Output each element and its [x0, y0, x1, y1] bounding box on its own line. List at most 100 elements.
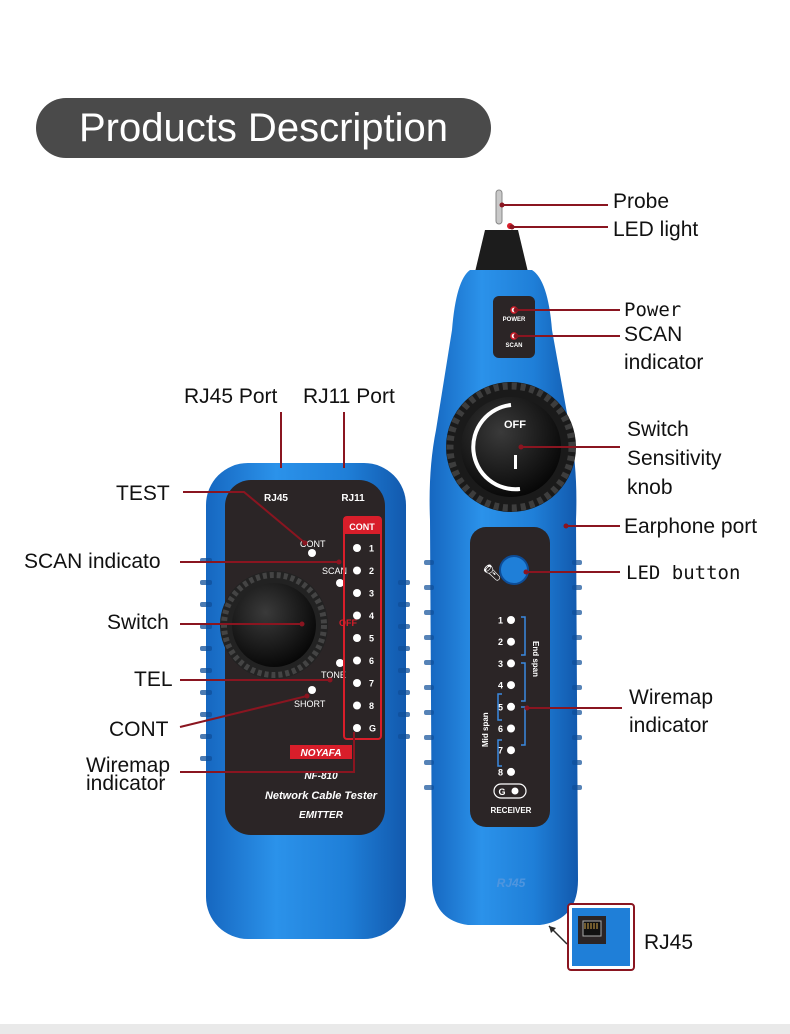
receiver-wiremap-led-1: [507, 616, 515, 624]
receiver-wiremap-led-3: [507, 659, 515, 668]
emitter-wiremap-led-5: [353, 634, 361, 642]
callout-scan-indicato: SCAN indicato: [24, 550, 161, 573]
receiver-grips: [424, 560, 582, 790]
page-bottom-bar: [0, 1024, 790, 1034]
emitter-tone-led: [336, 659, 344, 667]
emitter-brand-badge: [290, 745, 352, 759]
receiver-wiremap-led-7: [507, 746, 515, 755]
callout-scan-indicator-1: SCAN: [624, 323, 683, 346]
receiver-nose: [475, 230, 528, 272]
receiver-wiremap-led-5: [507, 702, 515, 711]
receiver-scan-label: SCAN: [505, 343, 522, 349]
callout-led-button: LED button: [626, 562, 741, 584]
receiver-mid-span-label: Mid span: [481, 712, 490, 747]
emitter-scan-label: SCAN: [322, 566, 347, 576]
receiver-unit-name: RECEIVER: [491, 806, 532, 815]
callout-switch-knob-2: Sensitivity: [627, 447, 722, 470]
emitter-wiremap-number: 4: [369, 611, 374, 621]
emitter-wiremap-number: 5: [369, 634, 374, 644]
emitter-wiremap-number: 6: [369, 656, 374, 666]
emitter-product-name: Network Cable Tester: [265, 790, 378, 802]
rj45-inset: [548, 903, 635, 971]
receiver-wiremap-number: 8: [498, 767, 503, 777]
emitter-cont-label: CONT: [300, 539, 326, 549]
emitter-wiremap-leds: 1 2 3 4 5 6 7 8G: [353, 544, 376, 734]
emitter-rj11-label: RJ11: [341, 493, 365, 504]
callout-scan-indicator-2: indicator: [624, 351, 704, 374]
callout-probe: Probe: [613, 190, 670, 213]
emitter-wiremap-led-3: [353, 589, 361, 597]
receiver-ground-led: [511, 787, 519, 795]
callout-switch: Switch: [107, 611, 169, 634]
emitter-wiremap-led-G: [353, 724, 361, 732]
callout-switch-knob-3: knob: [627, 476, 673, 499]
receiver-wiremap-number: 7: [498, 746, 503, 756]
emitter-wiremap-led-4: [353, 611, 361, 620]
emitter-wiremap-led-6: [353, 656, 361, 665]
receiver-wiremap-number: 3: [498, 659, 503, 669]
receiver-lower-panel: [470, 527, 550, 827]
callout-cont: CONT: [109, 718, 169, 741]
callout-power: Power: [624, 299, 682, 321]
receiver-wiremap-led-8: [507, 767, 515, 776]
receiver-led-button[interactable]: [499, 555, 529, 585]
callout-rj45: RJ45: [644, 931, 694, 954]
callout-test: TEST: [116, 482, 170, 505]
emitter-off-label: OFF: [339, 618, 357, 628]
emitter-device: RJ45 RJ11 CONT SCAN OFF TONE SHORT CONT …: [200, 463, 410, 939]
emitter-brand: NOYAFA: [301, 748, 342, 759]
receiver-ground-label: G: [498, 787, 505, 797]
receiver-wiremap-led-4: [507, 681, 515, 690]
callout-wiremap-left-2: indicator: [86, 772, 166, 795]
emitter-wiremap-led-8: [353, 701, 361, 710]
receiver-top-panel: [493, 296, 535, 358]
receiver-power-label: POWER: [503, 317, 526, 323]
emitter-tone-label: TONE: [321, 670, 346, 680]
callout-wiremap-left-1: Wiremap: [86, 754, 171, 777]
flashlight-icon: 🔦︎: [482, 563, 502, 582]
emitter-model: NF-810: [304, 771, 338, 782]
emitter-wiremap-number: 2: [369, 566, 374, 576]
receiver-wiremap-number: 6: [498, 724, 503, 734]
callout-wiremap-right-1: Wiremap: [629, 686, 714, 709]
receiver-ground-box: [493, 783, 527, 799]
page-title: Products Description: [36, 98, 491, 158]
receiver-sensitivity-knob[interactable]: [461, 397, 561, 497]
emitter-unit-name: EMITTER: [299, 810, 344, 821]
receiver-wiremap-number: 2: [498, 637, 503, 647]
receiver-end-span-label: End span: [531, 641, 540, 677]
receiver-wiremap-number: 1: [498, 616, 503, 626]
receiver-wiremap-number: 4: [498, 681, 503, 691]
emitter-wiremap-number: 1: [369, 544, 374, 554]
receiver-bottom-mark: RJ45: [497, 876, 526, 890]
emitter-wiremap-number: 3: [369, 589, 374, 599]
receiver-wiremap-number: 5: [498, 702, 503, 712]
callout-lines: [179, 204, 622, 773]
emitter-grips: [200, 558, 410, 761]
callout-rj11-port: RJ11 Port: [303, 385, 395, 408]
callout-led-light: LED light: [613, 218, 699, 241]
receiver-wiremap-led-6: [507, 724, 515, 733]
callout-dots: [299, 202, 569, 711]
emitter-wiremap-header: CONT: [349, 522, 375, 532]
callout-switch-knob-1: Switch: [627, 418, 689, 441]
emitter-wiremap-number: 7: [369, 679, 374, 689]
emitter-rj45-label: RJ45: [264, 493, 288, 504]
receiver-knob-off-label: OFF: [504, 419, 526, 431]
emitter-wiremap-led-2: [353, 566, 361, 575]
emitter-short-led: [308, 686, 316, 694]
emitter-wiremap-led-1: [353, 544, 361, 552]
emitter-wiremap-number: G: [369, 724, 376, 734]
callout-rj45-port: RJ45 Port: [184, 385, 278, 408]
callout-tel: TEL: [134, 668, 173, 691]
emitter-cont-led: [308, 549, 316, 557]
callout-earphone-port: Earphone port: [624, 515, 758, 538]
callout-wiremap-right-2: indicator: [629, 714, 709, 737]
emitter-wiremap-number: 8: [369, 701, 374, 711]
emitter-short-label: SHORT: [294, 699, 326, 709]
emitter-wiremap-led-7: [353, 679, 361, 687]
emitter-scan-led: [336, 579, 344, 587]
receiver-wiremap-led-2: [507, 637, 515, 646]
receiver-device: POWER SCAN OFF 🔦︎ 1 2 3 4 5 6 7 8 End span Mid …: [424, 189, 582, 925]
